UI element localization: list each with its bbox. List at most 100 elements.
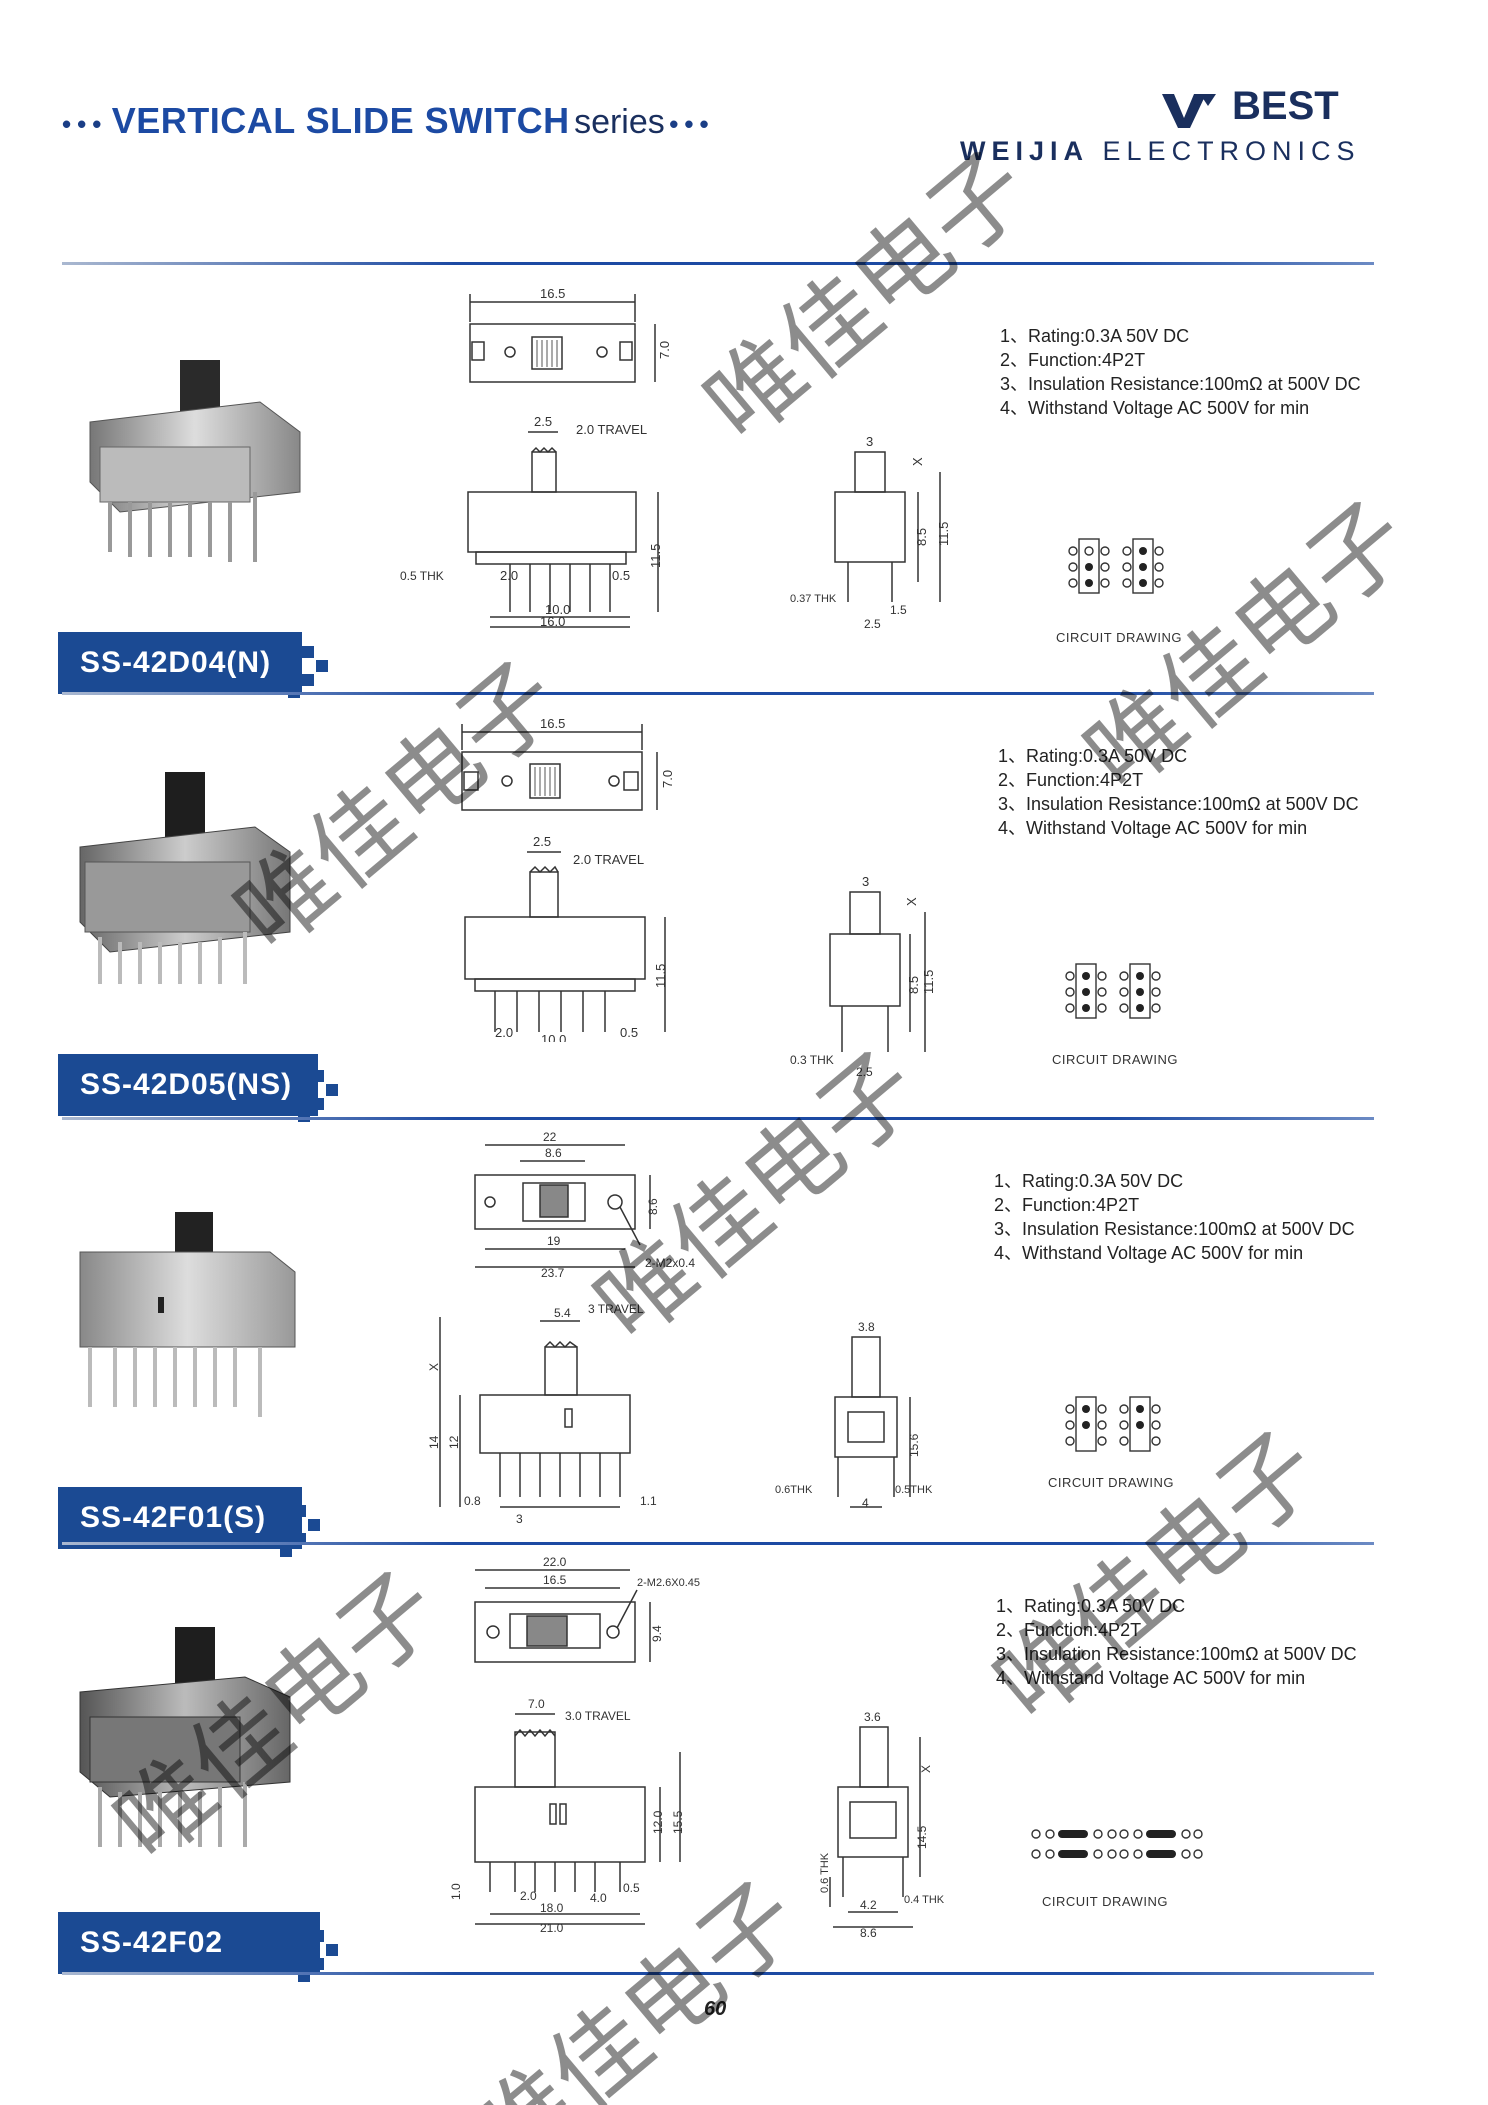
top-view-drawing-2: 16.5 7.0 (461, 716, 675, 811)
spec-insulation-1: 3、Insulation Resistance:100mΩ at 500V DC (1000, 374, 1361, 394)
front-view-drawing-2: 2.5 2.0 TRAVEL 11.5 2.0 10.0 0.5 (464, 834, 668, 1042)
dim-pitch-4: 2.0 (520, 1889, 537, 1903)
dim-top-h-4: 9.4 (650, 1625, 664, 1642)
dim-a-4: 4.0 (590, 1891, 607, 1905)
dim-side-h-3: 15.6 (907, 1433, 921, 1457)
dim-side-b-2: 2.5 (856, 1065, 873, 1079)
dim-travel-2: 2.0 TRAVEL (573, 852, 644, 867)
dim-side-thk2-3: 0.5THK (895, 1484, 933, 1496)
dim-side-h2-1: 11.5 (936, 522, 951, 546)
dim-screw-4: 2-M2.6X0.45 (637, 1577, 700, 1589)
pixel-arrow-icon (298, 1916, 338, 1982)
product-section-1: SS-42D04(N) 16.5 7.0 (0, 262, 1488, 698)
dim-side-thk-1: 0.37 THK (790, 593, 837, 605)
model-name-1: SS-42D04(N) (80, 646, 272, 679)
product-photo-ss42f01 (79, 1212, 296, 1417)
dim-side-h1-2: 8.5 (906, 976, 921, 994)
top-view-drawing-1: 16.5 7.0 (469, 286, 672, 383)
dim-end-2: 0.5 (620, 1025, 638, 1040)
dim-side-w-4: 3.6 (864, 1710, 881, 1724)
dim-top-width-2: 16.5 (540, 716, 565, 731)
dim-side-x-1: X (910, 457, 925, 466)
spec-function-4: 2、Function:4P2T (996, 1620, 1142, 1640)
top-view-drawing-3: 22 8.6 8.6 19 23.7 2-M2x0.4 (474, 1130, 695, 1277)
brand-sub-bold: WEIJIA (960, 136, 1090, 166)
dim-c-4: 1.0 (449, 1883, 463, 1900)
product-section-4: SS-42F02 22.0 16.5 9.4 2-M2.6X0.45 (0, 1542, 1488, 1982)
pixel-arrow-icon (298, 1056, 338, 1122)
dim-side-thk1-4: 0.6 THK (819, 1852, 831, 1893)
dim-span-4: 18.0 (540, 1901, 564, 1915)
dim-total-1: 16.0 (540, 614, 565, 629)
dim-side-b-4: 8.6 (860, 1926, 877, 1937)
dim-pitch-2: 2.0 (495, 1025, 513, 1040)
dim-height-2: 11.5 (653, 964, 668, 988)
section-rule-2 (62, 1117, 1374, 1120)
spec-insulation-2: 3、Insulation Resistance:100mΩ at 500V DC (998, 794, 1359, 814)
specs-list-4: 1、Rating:0.3A 50V DC 2、Function:4P2T 3、I… (996, 1594, 1357, 1690)
spec-rating-3: 1、Rating:0.3A 50V DC (994, 1171, 1184, 1191)
dim-pitch-1: 2.0 (500, 568, 518, 583)
spec-rating-2: 1、Rating:0.3A 50V DC (998, 746, 1188, 766)
series-suffix: series (574, 103, 665, 141)
circuit-caption-3: CIRCUIT DRAWING (1048, 1475, 1174, 1490)
dim-side-thk-2: 0.3 THK (790, 1053, 834, 1067)
dim-top-a-4: 16.5 (543, 1573, 567, 1587)
spec-rating-1: 1、Rating:0.3A 50V DC (1000, 326, 1190, 346)
product-section-3: SS-42F01(S) 22 8.6 8.6 19 23.7 2-M2x0.4 (0, 1117, 1488, 1557)
dim-side-x-2: X (904, 897, 919, 906)
dim-x-3: X (427, 1363, 441, 1371)
dim-top-height-1: 7.0 (657, 341, 672, 359)
spec-function-2: 2、Function:4P2T (998, 770, 1144, 790)
specs-list-2: 1、Rating:0.3A 50V DC 2、Function:4P2T 3、I… (998, 744, 1359, 840)
spec-function-1: 2、Function:4P2T (1000, 350, 1146, 370)
dim-height-1: 11.5 (648, 544, 663, 568)
dim-side-h2-2: 11.5 (921, 970, 936, 994)
dim-side-thk1-3: 0.6THK (775, 1484, 813, 1496)
front-view-drawing-3: 3 TRAVEL 5.4 X 14 12 0.8 3 1.1 (427, 1302, 657, 1526)
dim-h1-3: 14 (427, 1435, 441, 1449)
circuit-drawing-3 (1065, 1396, 1161, 1452)
dim-knob-4: 7.0 (528, 1697, 545, 1711)
dim-right-3: 1.1 (640, 1494, 657, 1508)
weijia-logo-icon (1162, 94, 1216, 128)
dim-side-b-1: 2.5 (864, 617, 881, 631)
header-dots-right: ••• (669, 109, 715, 139)
dim-side-w-1: 3 (866, 434, 873, 449)
header-rule (62, 262, 1374, 265)
pixel-arrow-icon (280, 1491, 320, 1557)
circuit-caption-4: CIRCUIT DRAWING (1042, 1894, 1168, 1909)
circuit-drawing-2 (1065, 963, 1161, 1019)
dim-travel-4: 3.0 TRAVEL (565, 1709, 631, 1723)
dim-travel-1: 2.0 TRAVEL (576, 422, 647, 437)
dim-top-height-2: 7.0 (660, 770, 675, 788)
spec-insulation-4: 3、Insulation Resistance:100mΩ at 500V DC (996, 1644, 1357, 1664)
spec-voltage-1: 4、Withstand Voltage AC 500V for min (1000, 398, 1310, 418)
specs-list-1: 1、Rating:0.3A 50V DC 2、Function:4P2T 3、I… (1000, 324, 1361, 420)
dim-top-width-3: 22 (543, 1130, 557, 1144)
dim-side-x-4: X (919, 1765, 933, 1773)
top-view-drawing-4: 22.0 16.5 9.4 2-M2.6X0.45 (474, 1555, 700, 1663)
dim-top-b-3: 19 (547, 1234, 561, 1248)
dim-end-1: 0.5 (612, 568, 630, 583)
dim-top-c-3: 23.7 (541, 1266, 565, 1277)
dim-side-thk2-4: 0.4 THK (904, 1894, 945, 1906)
dim-pitch-3: 3 (516, 1512, 523, 1526)
dim-side-a-1: 1.5 (890, 603, 907, 617)
series-title: VERTICAL SLIDE SWITCH (111, 100, 570, 141)
dim-span-2: 10.0 (541, 1032, 566, 1042)
pixel-arrow-icon (288, 632, 328, 698)
dim-thk-1: 0.5 THK (400, 569, 444, 583)
dim-total-4: 21.0 (540, 1921, 564, 1932)
dim-side-h-4: 14.5 (915, 1825, 929, 1849)
spec-voltage-2: 4、Withstand Voltage AC 500V for min (998, 818, 1308, 838)
model-tag-2: SS-42D05(NS) (58, 1054, 318, 1116)
brand-subtitle: WEIJIA ELECTRONICS (960, 136, 1361, 167)
model-name-3: SS-42F01(S) (80, 1501, 267, 1534)
page-number: 60 (704, 1998, 727, 2020)
spec-voltage-4: 4、Withstand Voltage AC 500V for min (996, 1668, 1306, 1688)
dim-screw-3: 2-M2x0.4 (645, 1256, 695, 1270)
specs-list-3: 1、Rating:0.3A 50V DC 2、Function:4P2T 3、I… (994, 1169, 1355, 1265)
section-rule-4 (62, 1972, 1374, 1975)
dim-top-a-3: 8.6 (545, 1146, 562, 1160)
